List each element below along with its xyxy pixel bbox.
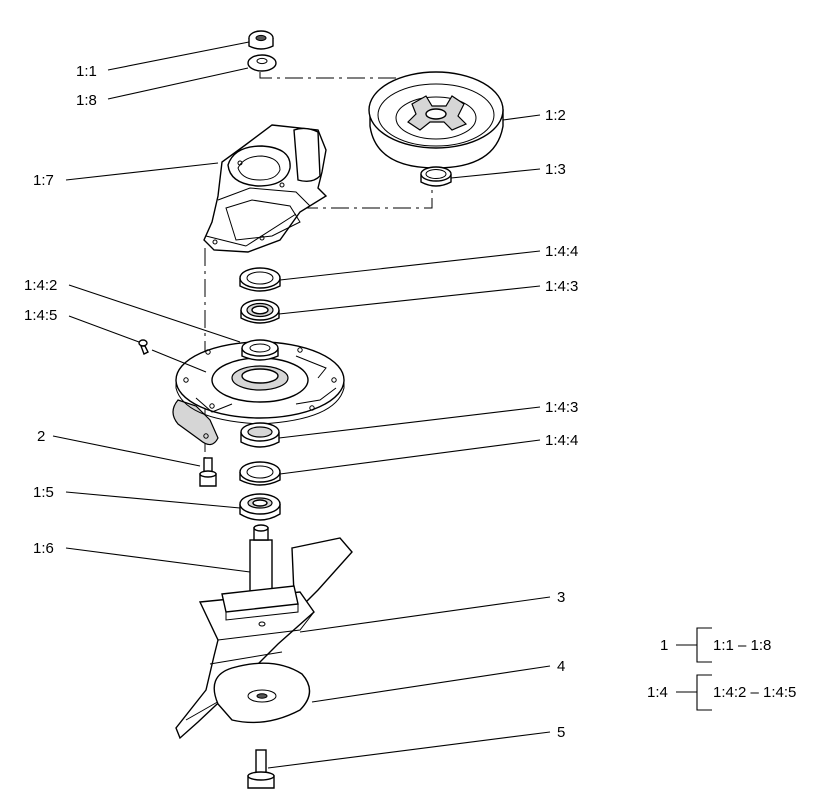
callout-3: 3: [557, 589, 565, 606]
callout-1-3: 1:3: [545, 161, 566, 178]
callout-1-2: 1:2: [545, 107, 566, 124]
legend-group-1-4-range: 1:4:2 – 1:4:5: [713, 684, 796, 701]
callout-2: 2: [37, 428, 45, 445]
spindle-housing-part: [172, 339, 345, 446]
seal-bottom-part: [239, 461, 281, 486]
nut-part: [248, 30, 274, 50]
callout-1-4-3-bottom: 1:4:3: [545, 399, 578, 416]
grease-fitting-part: [138, 339, 207, 373]
callout-1-8: 1:8: [76, 92, 97, 109]
spindle-shaft-part: [221, 524, 299, 621]
legend-group-1-label: 1: [660, 637, 668, 654]
pulley-part: [368, 71, 504, 169]
callout-4: 4: [557, 658, 565, 675]
spacer-ring-part: [420, 166, 452, 187]
seal-top-part: [239, 267, 281, 292]
callout-1-4-3-top: 1:4:3: [545, 278, 578, 295]
legend-group-1-range: 1:1 – 1:8: [713, 637, 771, 654]
callout-1-5: 1:5: [33, 484, 54, 501]
legend-group-1-4-label: 1:4: [647, 684, 668, 701]
callout-1-4-4-top: 1:4:4: [545, 243, 578, 260]
callout-1-4-4-bottom: 1:4:4: [545, 432, 578, 449]
leader-lines: [52, 41, 551, 769]
callout-1-1: 1:1: [76, 63, 97, 80]
callout-labels: 1:1 1:8 1:2 1:3 1:7 1:4:4 1:4:3 1:4:2 1:…: [24, 63, 578, 741]
bearing-top-part: [240, 299, 280, 324]
bolt-part: [199, 457, 217, 487]
blade-bolt-part: [247, 749, 275, 789]
grouping-legend: 1 1:1 – 1:8 1:4 1:4:2 – 1:4:5: [647, 627, 796, 711]
flange-bearing-part: [239, 493, 281, 521]
bearing-bottom-part: [240, 422, 280, 448]
callout-1-4-2: 1:4:2: [24, 277, 57, 294]
bracket-part: [203, 124, 328, 253]
washer-part: [247, 54, 277, 72]
callout-1-6: 1:6: [33, 540, 54, 557]
blade-cup-part: [213, 662, 311, 724]
callout-5: 5: [557, 724, 565, 741]
callout-1-4-5: 1:4:5: [24, 307, 57, 324]
callout-1-7: 1:7: [33, 172, 54, 189]
